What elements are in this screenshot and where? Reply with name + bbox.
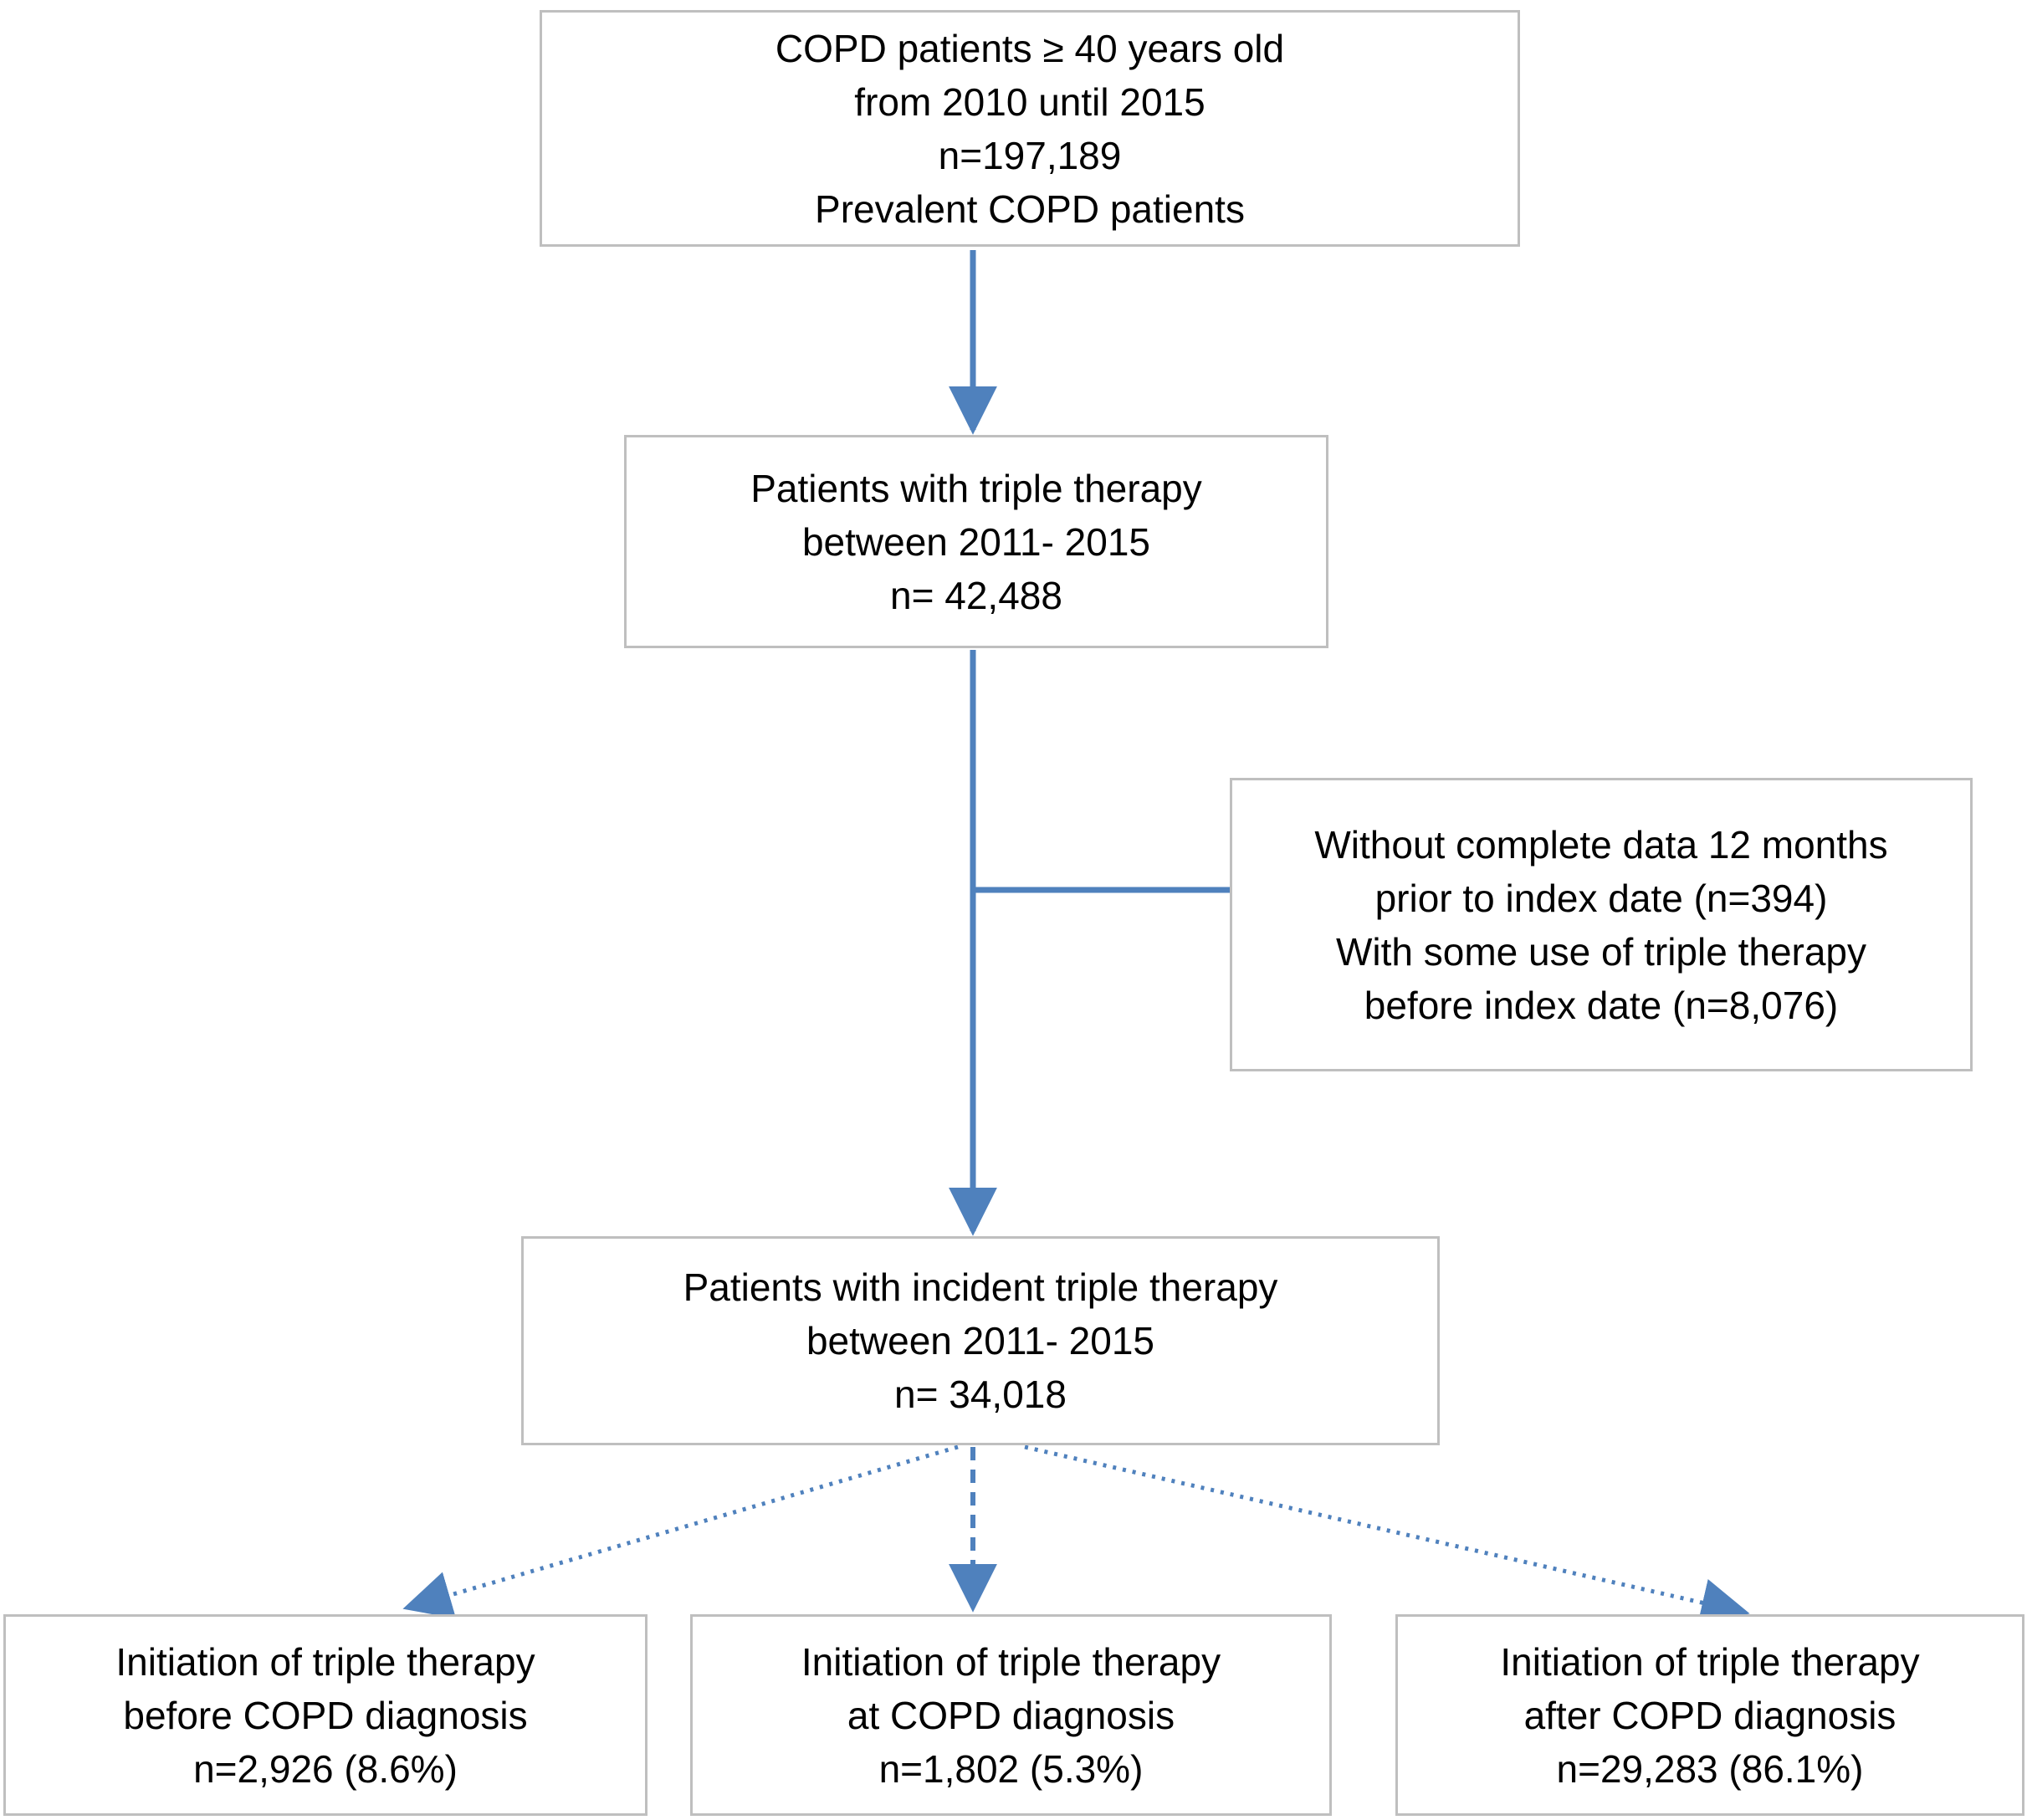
text-line: n=2,926 (8.6%) (193, 1746, 458, 1791)
box-prevalent-copd-patients: COPD patients ≥ 40 years old from 2010 u… (540, 10, 1520, 247)
text-line: n=1,802 (5.3%) (878, 1746, 1144, 1791)
text-line: at COPD diagnosis (847, 1693, 1175, 1737)
text-line: before index date (n=8,076) (1364, 983, 1839, 1027)
text-line: prior to index date (n=394) (1374, 876, 1828, 920)
text-line: n=197,189 (938, 133, 1122, 177)
text-line: Without complete data 12 months (1314, 822, 1888, 867)
text-line: With some use of triple therapy (1335, 929, 1867, 974)
text-line: between 2011- 2015 (801, 519, 1151, 564)
text-line: n=29,283 (86.1%) (1556, 1746, 1864, 1791)
box-initiation-before-diagnosis: Initiation of triple therapy before COPD… (3, 1614, 648, 1816)
text-line: Initiation of triple therapy (801, 1639, 1221, 1684)
box-exclusions: Without complete data 12 months prior to… (1230, 778, 1973, 1071)
text-line: n= 42,488 (890, 573, 1062, 617)
text-line: COPD patients ≥ 40 years old (775, 26, 1285, 70)
text-line: Initiation of triple therapy (1500, 1639, 1920, 1684)
arrow-incident-to-after (1024, 1444, 1750, 1627)
text-line: before COPD diagnosis (123, 1693, 528, 1737)
text-line: from 2010 until 2015 (854, 79, 1205, 124)
text-line: n= 34,018 (894, 1373, 1067, 1416)
text-line: Patients with incident triple therapy (683, 1265, 1278, 1309)
box-initiation-after-diagnosis: Initiation of triple therapy after COPD … (1395, 1614, 2024, 1816)
text-line: Initiation of triple therapy (115, 1639, 535, 1684)
box-initiation-at-diagnosis: Initiation of triple therapy at COPD dia… (690, 1614, 1332, 1816)
arrow-incident-to-before (402, 1444, 959, 1619)
text-line: after COPD diagnosis (1523, 1693, 1896, 1737)
text-line: Patients with triple therapy (750, 466, 1202, 510)
box-incident-triple-therapy: Patients with incident triple therapy be… (521, 1236, 1440, 1445)
box-triple-therapy: Patients with triple therapy between 201… (624, 435, 1328, 648)
text-line: Prevalent COPD patients (815, 187, 1245, 231)
text-line: between 2011- 2015 (806, 1319, 1155, 1362)
